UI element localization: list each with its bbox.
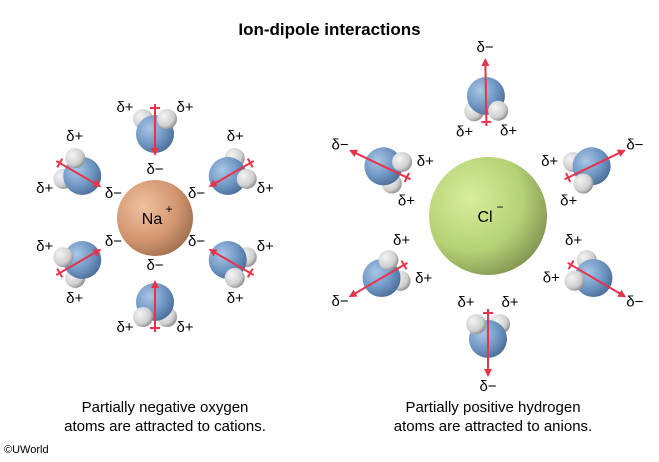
hydrogen-atom <box>564 270 585 291</box>
delta-plus-label: δ+ <box>227 128 244 145</box>
cation-ion <box>117 180 193 256</box>
dipole-arrow <box>55 160 102 188</box>
hydrogen-atom <box>378 250 399 271</box>
dipole-arrow <box>208 248 255 276</box>
delta-minus-label: δ− <box>626 293 643 310</box>
dipole-arrow <box>481 58 490 127</box>
dipole-plus-cross <box>246 268 254 278</box>
anion-ion <box>429 157 547 275</box>
delta-plus-label: δ+ <box>398 193 415 210</box>
delta-plus-label: δ+ <box>543 270 560 287</box>
hydrogen-atom <box>65 148 86 169</box>
dipole-arrow <box>564 149 626 181</box>
dipole-plus-cross <box>56 268 64 278</box>
delta-minus-label: δ− <box>188 185 205 202</box>
hydrogen-atom <box>573 173 594 194</box>
cation-caption-line1: Partially negative oxygen <box>81 399 249 416</box>
dipole-arrow <box>348 262 408 298</box>
water-molecule: δ− δ+ δ+ <box>36 128 122 202</box>
hydrogen-atom <box>466 314 486 334</box>
delta-plus-label: δ+ <box>66 290 83 307</box>
delta-minus-label: δ− <box>188 233 205 250</box>
delta-plus-label: δ+ <box>176 99 193 116</box>
hydrogen-atom <box>157 109 177 129</box>
delta-minus-label: δ− <box>105 185 122 202</box>
dipole-arrow <box>567 261 627 298</box>
dipole-arrow <box>208 160 255 188</box>
hydrogen-atom <box>224 267 245 288</box>
delta-plus-label: δ+ <box>457 294 474 311</box>
delta-plus-label: δ+ <box>500 123 517 140</box>
hydrogen-atom <box>488 100 509 121</box>
water-molecule: δ− δ+ δ+ <box>36 233 122 307</box>
water-molecule: δ− δ+ δ+ <box>116 99 193 178</box>
delta-minus-label: δ− <box>146 161 163 178</box>
delta-plus-label: δ+ <box>415 270 432 287</box>
delta-minus-label: δ− <box>479 378 496 395</box>
delta-plus-label: δ+ <box>393 232 410 249</box>
delta-plus-label: δ+ <box>257 238 274 255</box>
delta-plus-label: δ+ <box>116 99 133 116</box>
diagram-title: Ion-dipole interactions <box>238 20 421 39</box>
delta-minus-label: δ− <box>626 136 643 153</box>
dipole-plus-cross <box>567 260 575 270</box>
delta-plus-label: δ+ <box>257 180 274 197</box>
delta-plus-label: δ+ <box>66 128 83 145</box>
water-molecule: δ− δ+ δ+ <box>332 232 433 310</box>
hydrogen-atom <box>236 168 257 189</box>
delta-minus-label: δ− <box>331 137 348 154</box>
copyright: ©UWorld <box>4 444 49 456</box>
delta-plus-label: δ+ <box>456 123 473 140</box>
delta-plus-label: δ+ <box>176 319 193 336</box>
cation-caption-line2: atoms are attracted to cations. <box>64 418 266 435</box>
delta-minus-label: δ− <box>146 257 163 274</box>
delta-plus-label: δ+ <box>417 153 434 170</box>
dipole-plus-cross <box>56 158 64 168</box>
delta-plus-label: δ+ <box>501 294 518 311</box>
delta-plus-label: δ+ <box>227 290 244 307</box>
water-molecule: δ− δ+ δ+ <box>116 257 193 336</box>
delta-plus-label: δ+ <box>116 319 133 336</box>
delta-minus-label: δ− <box>332 293 349 310</box>
water-molecule: δ− δ+ δ+ <box>331 137 434 210</box>
cation-charge: + <box>165 202 172 216</box>
cation-symbol: Na <box>142 211 163 228</box>
anion-caption-line2: atoms are attracted to anions. <box>393 418 593 435</box>
delta-minus-label: δ− <box>105 233 122 250</box>
dipole-plus-cross <box>403 172 410 183</box>
anion-charge: − <box>496 200 503 214</box>
delta-plus-label: δ+ <box>36 238 53 255</box>
anion-caption-line1: Partially positive hydrogen <box>405 399 581 416</box>
water-molecule: δ− δ+ δ+ <box>543 232 644 311</box>
delta-plus-label: δ+ <box>565 232 582 249</box>
delta-plus-label: δ+ <box>36 180 53 197</box>
water-molecule: δ− δ+ δ+ <box>457 294 518 395</box>
delta-plus-label: δ+ <box>560 193 577 210</box>
dipole-plus-cross <box>400 260 408 270</box>
dipole-arrow <box>349 149 411 181</box>
water-molecule: δ− δ+ δ+ <box>188 128 274 202</box>
hydrogen-atom <box>133 307 153 327</box>
hydrogen-atom <box>392 151 413 172</box>
delta-plus-label: δ+ <box>541 153 558 170</box>
dipole-plus-cross <box>565 172 572 183</box>
water-molecule: δ− δ+ δ+ <box>188 233 274 307</box>
dipole-plus-cross <box>246 158 254 168</box>
anion-caption: Partially positive hydrogen atoms are at… <box>343 398 643 436</box>
water-molecule: δ− δ+ δ+ <box>456 39 517 140</box>
water-molecule: δ− δ+ δ+ <box>541 136 644 209</box>
cation-caption: Partially negative oxygen atoms are attr… <box>15 398 315 436</box>
hydrogen-atom <box>53 247 74 268</box>
dipole-arrow <box>55 248 102 276</box>
anion-symbol: Cl <box>477 209 492 226</box>
delta-minus-label: δ− <box>477 39 494 56</box>
